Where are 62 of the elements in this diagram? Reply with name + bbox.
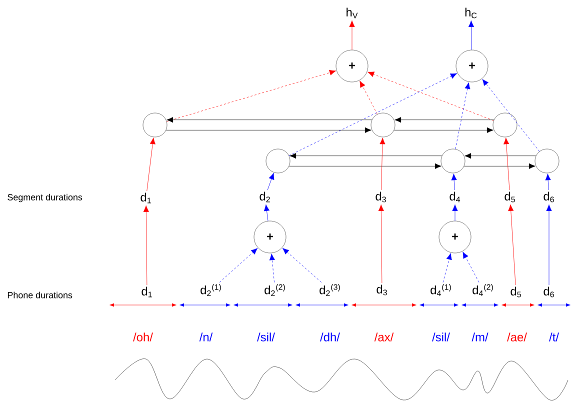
arrow — [380, 138, 386, 190]
rnn-cell-circle — [266, 148, 290, 174]
arrow — [166, 127, 372, 133]
phoneme-label: /ae/ — [507, 332, 527, 342]
duration-label: d$_{6}$ — [544, 192, 554, 202]
arrow — [468, 20, 474, 50]
phoneme-label: /dh/ — [320, 332, 340, 342]
dashed-arrow — [482, 79, 540, 152]
duration-label: d$_{1}$ — [140, 192, 151, 204]
arrow — [508, 204, 516, 286]
dashed-arrow — [442, 253, 452, 283]
arrow — [452, 204, 458, 221]
dashed-arrow — [166, 70, 336, 122]
duration-label: d$_{5}$ — [504, 192, 515, 202]
phoneme-label: /t/ — [549, 332, 559, 342]
rnn-cell-circle — [370, 112, 396, 138]
phoneme-label: /sil/ — [257, 332, 275, 342]
row-label: Segment durations — [8, 194, 82, 202]
row-label: Phone durations — [8, 292, 72, 298]
dashed-arrow — [269, 254, 275, 283]
arrow — [394, 127, 494, 133]
arrow — [464, 153, 536, 159]
arrow — [146, 138, 156, 192]
arrow — [290, 153, 442, 159]
duration-label: d$_{2}$ — [260, 192, 270, 202]
arrow — [451, 174, 457, 190]
rnn-cell-circle — [142, 112, 168, 138]
arrow — [264, 204, 270, 222]
dashed-arrow — [455, 82, 470, 150]
dashed-arrow — [462, 252, 480, 283]
arrow — [288, 163, 442, 169]
arrow — [545, 174, 551, 190]
arrow — [394, 117, 494, 123]
duration-label: h$_{C}$ — [465, 8, 477, 18]
phoneme-label: /m/ — [472, 332, 488, 342]
duration-label: h$_{V}$ — [346, 8, 358, 18]
dashed-arrow — [282, 248, 322, 283]
duration-label: d$_{5}$ — [510, 286, 521, 298]
duration-label: d$_{6}$ — [544, 286, 554, 298]
dashed-arrow — [288, 73, 457, 156]
duration-label: d$_{1}$ — [142, 286, 152, 298]
rnn-cell-circle — [440, 148, 466, 174]
arrow — [143, 205, 149, 286]
duration-label: d$_{3}$ — [376, 192, 386, 202]
arrow — [166, 117, 372, 123]
rnn-cell-circle — [534, 148, 560, 174]
rnn-cell-circle — [492, 112, 518, 138]
phoneme-label: /sil/ — [432, 332, 450, 342]
dashed-arrow — [219, 248, 258, 283]
dashed-arrow — [368, 72, 494, 121]
arrow — [504, 138, 510, 190]
duration-label: d$_{3}$ — [376, 284, 387, 296]
arrow — [349, 20, 355, 50]
phoneme-label: /oh/ — [133, 332, 153, 342]
phoneme-label: /n/ — [199, 332, 213, 342]
arrow — [378, 204, 384, 284]
phoneme-label: /ax/ — [374, 332, 394, 342]
arrow — [464, 163, 536, 169]
dashed-arrow — [360, 80, 378, 114]
arrow — [267, 172, 274, 190]
arrow — [546, 204, 552, 286]
duration-label: d$_{4}$ — [450, 192, 460, 202]
